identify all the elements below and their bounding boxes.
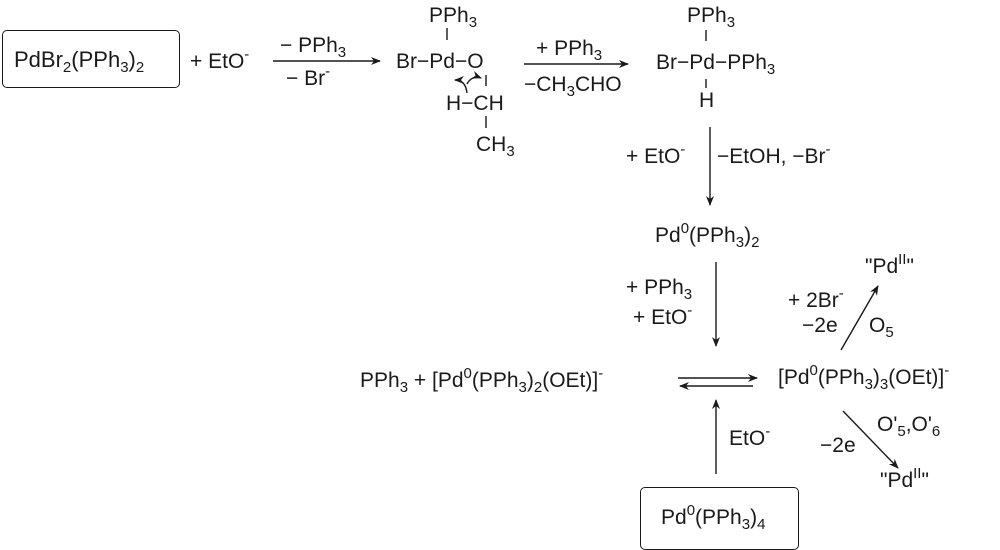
- pd0-pph3-2: Pd0(PPh3)2: [655, 220, 760, 251]
- ethoxide-reagent-1: + EtO-: [190, 46, 250, 73]
- oxidation-lower-labels: O'5,O'6: [877, 413, 941, 440]
- oxidation-lower-reagent: −2e: [820, 434, 856, 457]
- start-reagent-pdbr2-pph3-2: PdBr2(PPh3)2: [14, 47, 145, 76]
- start-reagent-box: [2, 30, 180, 88]
- anionic-complex-bis-phosphine: PPh3 + [Pd0(PPh3)2(OEt)]-: [360, 365, 604, 396]
- intermediate2-br-pd-pph3: Br−Pd−PPh3: [656, 51, 776, 78]
- oxidation-lower-arrow: [842, 410, 899, 469]
- step1-below-label: − Br-: [286, 63, 331, 90]
- step2-below-label: −CH3CHO: [524, 73, 622, 100]
- step2-above-label: + PPh3: [536, 37, 603, 64]
- oxidation-upper-label-o5: O5: [869, 314, 894, 341]
- step3-right-label: −EtOH, −Br-: [717, 141, 831, 168]
- oxidation-upper-product: "PdII": [865, 251, 914, 278]
- step5-ethoxide-label: EtO-: [729, 423, 771, 450]
- oxidation-upper-arrow: [840, 285, 879, 351]
- intermediate1-pph3-top: PPh3: [429, 4, 478, 31]
- intermediate1-ch3: CH3: [476, 133, 515, 160]
- intermediate2-pph3-top: PPh3: [687, 4, 736, 31]
- intermediate2-h: H: [699, 89, 715, 112]
- step3-left-label: + EtO-: [626, 141, 686, 168]
- anionic-complex-tris-phosphine: [Pd0(PPh3)3(OEt)]-: [778, 362, 950, 393]
- oxidation-lower-product: "PdII": [880, 465, 929, 492]
- curved-arrow-1: [454, 76, 468, 94]
- precursor-pd0-pph3-4: Pd0(PPh3)4: [661, 502, 766, 533]
- intermediate1-br-pd-o: Br−Pd−O: [396, 50, 484, 73]
- step1-above-label: − PPh3: [280, 34, 347, 61]
- intermediate1-h-ch: H−CH: [446, 92, 504, 115]
- oxidation-upper-reagent2: −2e: [802, 314, 838, 337]
- curved-arrow-2: [466, 70, 482, 85]
- step4-line2-label: + EtO-: [633, 302, 693, 329]
- oxidation-upper-reagent1: + 2Br-: [788, 285, 844, 312]
- step4-line1-label: + PPh3: [626, 276, 693, 303]
